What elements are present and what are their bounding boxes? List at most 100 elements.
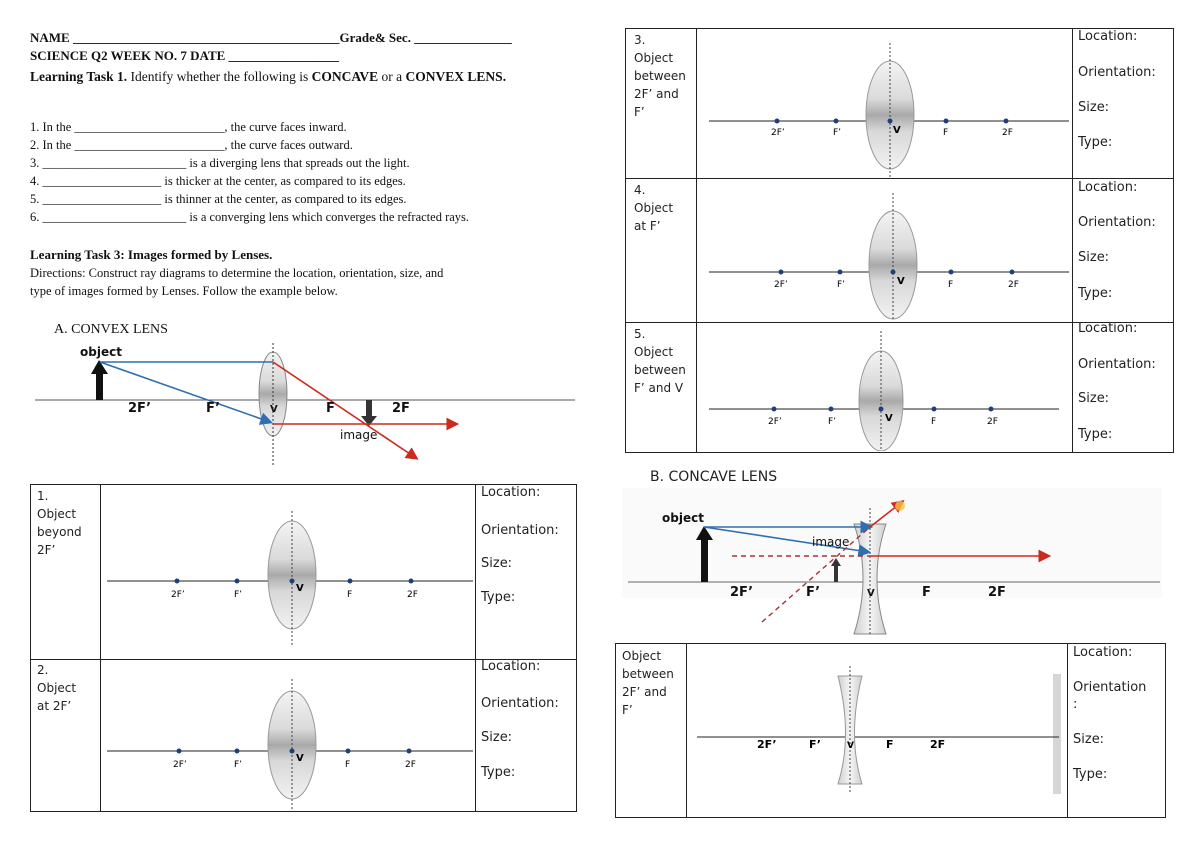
object-arrow-shaft [96, 372, 103, 400]
point-f [943, 118, 949, 124]
case-3-location-field[interactable]: Location: [1078, 29, 1138, 44]
task1-concave: CONCAVE [311, 69, 379, 84]
orientation-label: Orientation [1073, 680, 1147, 695]
task1-text: Identify whether the following is [130, 69, 309, 84]
case-5-type-field[interactable]: Type: [1078, 427, 1113, 442]
task1-convex: CONVEX [405, 69, 465, 84]
object-arrow-shaft [701, 538, 708, 582]
case-3-type-field[interactable]: Type: [1078, 135, 1113, 150]
concave-orientation-field[interactable]: Orientation : [1073, 679, 1146, 713]
margin-shadow [1053, 674, 1061, 794]
case-5-description: 5. Object between F’ and V [634, 325, 686, 397]
task1-item-2: 2. In the ________________________, the … [30, 138, 353, 152]
case-4-type-field[interactable]: Type: [1078, 286, 1113, 301]
label-2f: 2F [930, 738, 945, 751]
case-1-ray-diagram: 2F’ F’ V F 2F [107, 511, 473, 645]
date-line: SCIENCE Q2 WEEK NO. 7 DATE _____________… [30, 48, 340, 63]
image-arrow-shaft [834, 564, 838, 582]
convex-worksheet-table-right: 3. Object between 2F’ and F’ 4. Object a… [625, 28, 1174, 453]
convex-worksheet-table-left: 1. Object beyond 2F’ 2. Object at 2F’ Lo… [30, 484, 577, 812]
case-4-location-field[interactable]: Location: [1078, 180, 1138, 195]
section-a-heading: A. CONVEX LENS [54, 322, 168, 337]
case-4-size-field[interactable]: Size: [1078, 250, 1110, 265]
point-v [887, 118, 893, 124]
refracted-ray-1 [272, 361, 419, 460]
task1-instructions: Learning Task 1. Identify whether the fo… [30, 67, 575, 86]
case-2-type-field[interactable]: Type: [481, 765, 516, 780]
case-2-orientation-field[interactable]: Orientation: [481, 696, 559, 711]
point-f [931, 406, 937, 412]
task1-item-6: 6. _______________________ is a convergi… [30, 210, 470, 224]
virtual-extension-diagonal [761, 526, 871, 623]
point-f [345, 748, 351, 754]
case-3-size-field[interactable]: Size: [1078, 100, 1110, 115]
object-arrow-head [696, 526, 713, 540]
case-2-size-field[interactable]: Size: [481, 730, 513, 745]
point-f [948, 269, 954, 275]
case-2-line-1: Object [37, 681, 77, 695]
case-1-number: 1. [37, 489, 49, 503]
case-5-size-field[interactable]: Size: [1078, 391, 1110, 406]
concave-location-field[interactable]: Location: [1073, 645, 1133, 660]
case-5-number: 5. [634, 327, 646, 341]
task1-item-1: 1. In the ________________________, the … [30, 120, 347, 134]
case-3-orientation-field[interactable]: Orientation: [1078, 65, 1156, 80]
point-f-prime [837, 269, 843, 275]
point-2f [1009, 269, 1015, 275]
object-label: object [80, 345, 122, 359]
image-label: image [340, 428, 377, 442]
case-2-location-field[interactable]: Location: [481, 659, 541, 674]
task1-item-5: 5. ___________________ is thinner at the… [30, 192, 407, 206]
task1-or: or a [381, 69, 403, 84]
concave-type-field[interactable]: Type: [1073, 767, 1108, 782]
axis-label-f-prime: F’ [206, 401, 220, 416]
case-1-type-field[interactable]: Type: [481, 590, 516, 605]
concave-case-line-3: 2F’ and [622, 685, 667, 699]
case-2-ray-diagram: 2F’ F’ V F 2F [107, 679, 473, 809]
case-5-location-field[interactable]: Location: [1078, 321, 1138, 336]
image-arrow-head [831, 558, 841, 566]
label-v: V [893, 125, 901, 136]
label-f-prime: F’ [828, 417, 836, 427]
point-f-prime [234, 578, 240, 584]
axis-label-v: V [270, 404, 278, 415]
point-v [289, 578, 295, 584]
case-1-description: 1. Object beyond 2F’ [37, 487, 82, 559]
label-v: V [296, 583, 304, 594]
case-3-line-2: between [634, 69, 686, 83]
case-4-line-2: at F’ [634, 219, 661, 233]
point-2f [1003, 118, 1009, 124]
axis-label-f: F [326, 401, 335, 416]
case-5-line-2: between [634, 363, 686, 377]
focal-ray-in [703, 526, 872, 557]
task1-title: Learning Task 1. [30, 69, 128, 84]
case-1-orientation-field[interactable]: Orientation: [481, 523, 559, 538]
point-2f-prime [174, 578, 180, 584]
label-v: V [847, 741, 854, 751]
case-3-ray-diagram: 2F’ F’ V F 2F [709, 43, 1069, 177]
axis-label-f-prime: F’ [806, 585, 820, 600]
concave-case-line-2: between [622, 667, 674, 681]
label-2f-prime: 2F’ [771, 128, 785, 138]
axis-label-v: V [867, 588, 875, 599]
case-4-ray-diagram: 2F’ F’ V F 2F [709, 193, 1069, 321]
task1-lens: LENS. [467, 69, 507, 84]
image-arrow-head [361, 416, 377, 426]
concave-size-field[interactable]: Size: [1073, 732, 1105, 747]
axis-label-f: F [922, 585, 931, 600]
name-grade-line: NAME ___________________________________… [30, 30, 512, 45]
case-4-orientation-field[interactable]: Orientation: [1078, 215, 1156, 230]
label-v: V [296, 753, 304, 764]
case-4-description: 4. Object at F’ [634, 181, 673, 235]
task1-item-3: 3. _______________________ is a divergin… [30, 156, 410, 170]
case-1-line-3: 2F’ [37, 543, 56, 557]
case-1-size-field[interactable]: Size: [481, 556, 513, 571]
label-2f-prime: 2F’ [774, 280, 788, 290]
case-5-orientation-field[interactable]: Orientation: [1078, 357, 1156, 372]
label-2f: 2F [1002, 128, 1013, 138]
point-f [347, 578, 353, 584]
task3-directions-2: type of images formed by Lenses. Follow … [30, 284, 338, 298]
point-f-prime [234, 748, 240, 754]
case-1-location-field[interactable]: Location: [481, 485, 541, 500]
label-f: F [931, 417, 936, 427]
